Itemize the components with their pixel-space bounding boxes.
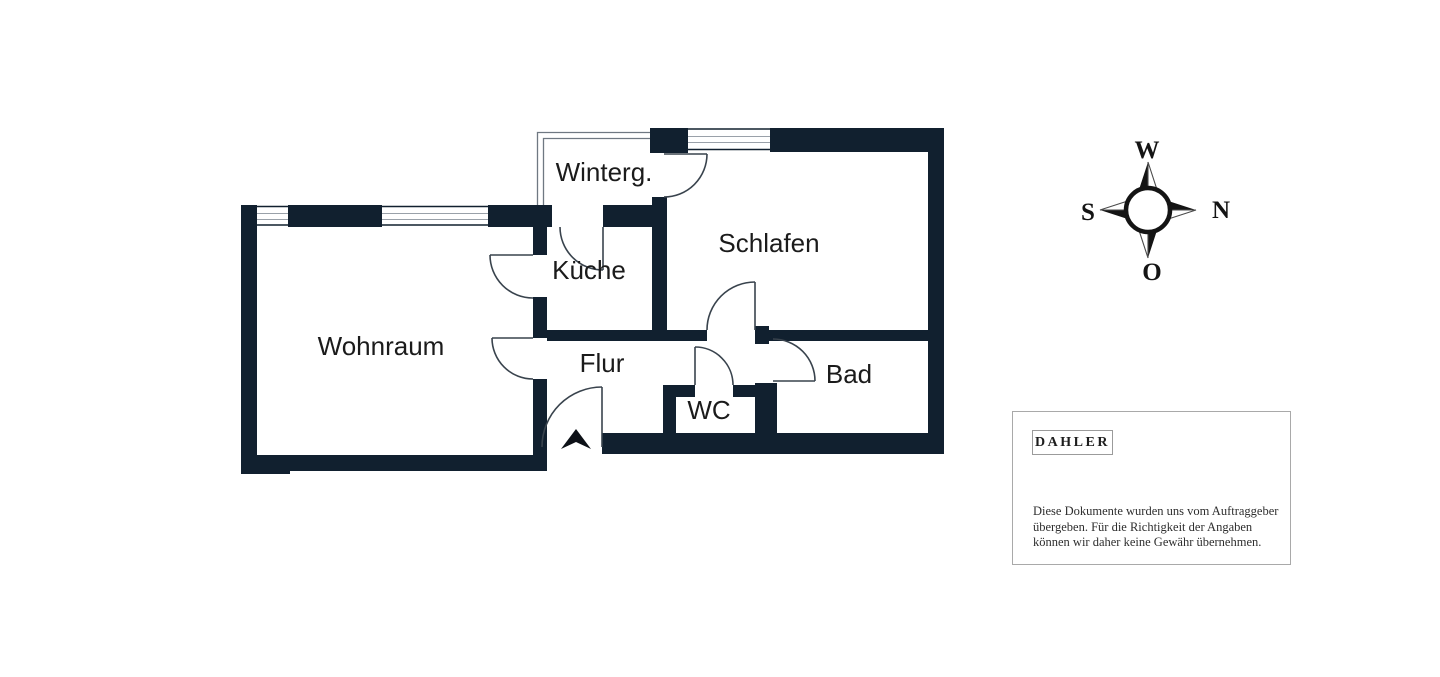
wall-flur-top-b	[769, 330, 928, 341]
door-entrance	[541, 386, 603, 448]
wall-top-schlafen	[770, 128, 944, 152]
room-label-schlafen: Schlafen	[718, 228, 819, 258]
door-wohnraum-flur	[491, 337, 534, 380]
disclaimer-text: Diese Dokumente wurden uns vom Auftragge…	[1033, 504, 1278, 551]
window-schlafen	[688, 128, 770, 151]
wall-divider-wohnraum-a	[533, 227, 547, 255]
wall-top-c	[488, 205, 552, 227]
wall-flur-top-a	[547, 330, 707, 341]
wall-wc-bad-divider	[755, 383, 777, 434]
door-flur-bad	[772, 338, 816, 382]
door-flur-wc	[694, 346, 734, 386]
wall-top-b	[288, 205, 382, 227]
entrance-arrow-icon	[561, 429, 591, 449]
room-label-bad: Bad	[826, 359, 872, 389]
walls	[241, 128, 944, 474]
compass-letter-north: N	[1212, 197, 1230, 224]
window-wohnraum-1	[257, 205, 288, 226]
wall-divider-wohnraum-b	[533, 297, 547, 338]
room-label-flur: Flur	[580, 348, 625, 378]
window-wohnraum-2	[382, 205, 488, 226]
compass-circle	[1123, 185, 1173, 235]
wintergarten-glazing	[536, 131, 650, 205]
compass-letter-south: S	[1081, 199, 1095, 226]
wall-top-a	[241, 205, 257, 227]
compass-letter-west: W	[1135, 137, 1160, 164]
wall-divider-kueche-schlafen	[652, 197, 667, 341]
disclaimer-line-3: können wir daher keine Gewähr übernehmen…	[1033, 535, 1262, 549]
compass-letter-east: O	[1142, 259, 1161, 286]
disclaimer-line-1: Diese Dokumente wurden uns vom Auftragge…	[1033, 504, 1279, 518]
disclaimer-line-2: übergeben. Für die Richtigkeit der Angab…	[1033, 519, 1253, 534]
room-labels: Winterg. Schlafen Küche Wohnraum Flur WC…	[318, 157, 872, 425]
wall-wintergarten-block	[650, 128, 688, 153]
compass-rose: W N O S	[1081, 137, 1230, 286]
doors	[489, 153, 816, 448]
wall-right	[928, 128, 944, 454]
room-label-wintergarten: Winterg.	[556, 157, 653, 187]
wall-wc-top-b	[733, 385, 757, 397]
wall-bottom-left	[241, 455, 547, 471]
wall-bottom-right	[602, 433, 944, 454]
room-label-kueche: Küche	[552, 255, 626, 285]
wall-wc-top-a	[663, 385, 695, 397]
wall-wc-left	[663, 385, 676, 434]
wall-left	[241, 205, 257, 457]
door-wintergarten-kueche	[559, 226, 604, 271]
wall-door-stub	[755, 326, 769, 344]
wall-divider-wohnraum-c	[533, 379, 547, 457]
dahler-logo: DAHLER	[1032, 430, 1113, 455]
door-kueche-wohnraum	[489, 254, 534, 299]
wall-top-d	[603, 205, 652, 227]
room-label-wc: WC	[687, 395, 730, 425]
brand-panel: DAHLER Diese Dokumente wurden uns vom Au…	[1012, 411, 1291, 565]
room-label-wohnraum: Wohnraum	[318, 331, 445, 361]
windows	[257, 128, 770, 226]
door-wintergarten-schlafen	[663, 153, 708, 198]
door-flur-schlafen	[706, 281, 756, 331]
